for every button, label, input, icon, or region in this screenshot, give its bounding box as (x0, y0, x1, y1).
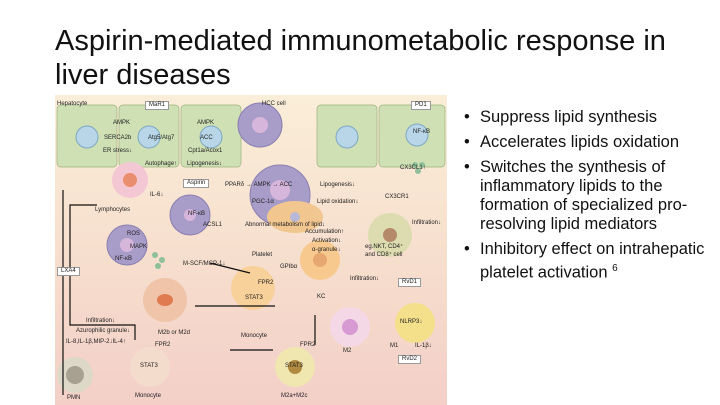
bullet-item: Switches the synthesis of inflammatory l… (462, 158, 712, 234)
label: ACSL1 (203, 222, 223, 228)
immunometabolic-diagram: Hepatocyte MaR1 AMPK SERCA2b ER stress↓ … (55, 95, 447, 405)
label: ROS (127, 231, 141, 237)
label: Autophage↑ (145, 161, 178, 167)
bullet-text: Suppress lipid synthesis (480, 108, 658, 126)
label: GPIbα (280, 264, 298, 270)
label: LXA4 (57, 267, 80, 276)
bullet-item: Accelerates lipids oxidation (462, 133, 712, 152)
label: PGC-1α (252, 199, 274, 205)
label: Hepatocyte (57, 101, 88, 107)
label: IL-6↓ (150, 192, 164, 198)
label: eg.NKT, CD4⁺ (365, 244, 404, 250)
label: PD1 (411, 101, 431, 110)
label: RvD2 (398, 355, 422, 364)
label: FPR2 (155, 342, 171, 348)
label: AMPK (113, 120, 131, 126)
footnote-ref: 6 (612, 263, 618, 274)
label: CX3CL1↑ (400, 165, 426, 171)
bullet-item: Suppress lipid synthesis (462, 108, 712, 127)
label: NF-κB (115, 256, 132, 262)
label: AMPK (197, 120, 215, 126)
label: SERCA2b (104, 135, 132, 141)
label: NLRP3↓ (400, 319, 423, 325)
label: Monocyte (135, 393, 162, 399)
label: Platelet (252, 252, 273, 258)
slide-title: Aspirin-mediated immunometabolic respons… (55, 25, 666, 91)
label: STAT3 (285, 363, 303, 369)
label: PMN (67, 395, 81, 401)
label: FPR2 (300, 342, 316, 348)
label: MAPK (130, 244, 148, 250)
bullet-text: Inhibitory effect on intrahepatic platel… (480, 240, 705, 282)
bullet-list: Suppress lipid synthesis Accelerates lip… (462, 108, 712, 289)
label: α-granule↓ (312, 247, 341, 253)
label: M-SCF/MCP-1↓ (183, 261, 226, 267)
bullet-text: Accelerates lipids oxidation (480, 133, 680, 151)
label: Infiltration↓ (412, 220, 442, 226)
label: Azurophilic granule↓ (76, 328, 131, 334)
label: FPR2 (258, 280, 274, 286)
label: Activation↓ (312, 238, 342, 244)
label: Atg5/Atg7 (148, 135, 175, 141)
label: IL-1β↓ (415, 343, 432, 349)
label: ACC (200, 135, 213, 141)
label: Lipogenesis↓ (187, 161, 223, 167)
label: M2b or M2d (158, 330, 191, 336)
label: Abnormal metabolism of lipid↓ (245, 222, 326, 228)
label: M1 (390, 343, 399, 349)
label: STAT3 (140, 363, 158, 369)
bullet-text: Switches the synthesis of inflammatory l… (480, 158, 688, 233)
label: M2 (343, 348, 352, 354)
label: MaR1 (145, 101, 170, 110)
label: IL-8,IL-1β,MIP-2↓IL-4↑ (66, 339, 126, 345)
label: Monocyte (241, 333, 268, 339)
label: NF-κB (188, 211, 205, 217)
label: and CD8⁺ cell (365, 252, 403, 258)
diagram-graphics (56, 102, 446, 395)
label: Aspirin (183, 179, 210, 188)
label: Lipogenesis↓ (320, 182, 356, 188)
label: Infiltration↓ (350, 276, 380, 282)
label: STAT3 (245, 295, 263, 301)
label: NF-κB (413, 129, 430, 135)
label: PPARδ → AMPK → ACC (225, 182, 293, 188)
label: Lymphocytes (95, 207, 131, 213)
label: HCC cell (262, 101, 286, 107)
label: ER stress↓ (103, 148, 133, 154)
label: M2a+M2c (281, 393, 308, 399)
label: Cpt1a/Acox1 (188, 148, 223, 154)
label: CX3CR1 (385, 194, 409, 200)
label: Lipid oxidation↓ (317, 199, 359, 205)
label: KC (317, 294, 326, 300)
bullet-item: Inhibitory effect on intrahepatic platel… (462, 240, 712, 283)
label: Infiltration↓ (86, 318, 116, 324)
label: RvD1 (398, 278, 422, 287)
label: Accumulation↑ (305, 229, 345, 235)
